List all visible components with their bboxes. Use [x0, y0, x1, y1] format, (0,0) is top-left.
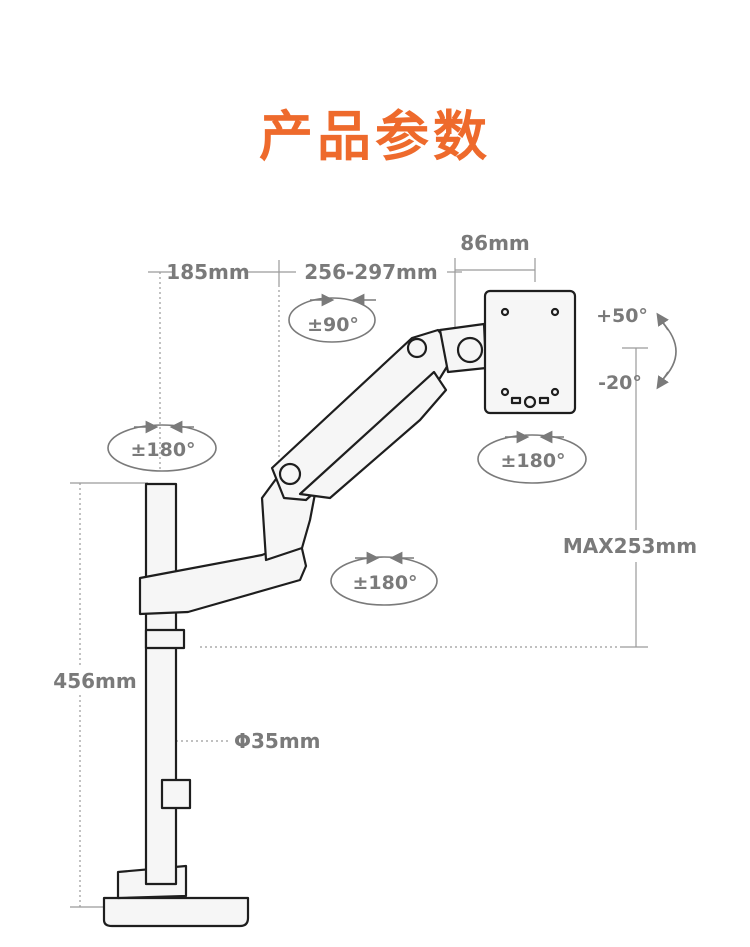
pole	[144, 482, 178, 886]
pole-height-label: 456mm	[53, 669, 136, 693]
lower-arm-rotation-label: ±180°	[352, 572, 417, 594]
max-height-label: MAX253mm	[563, 534, 697, 558]
monitor-swivel-rotation-label: ±180°	[500, 450, 565, 472]
elbow-pivot	[278, 462, 302, 486]
upper-arm-rotation-label: ±90°	[307, 314, 359, 336]
rotation-indicators	[107, 293, 677, 606]
pole-top-rotation-ellipse	[107, 424, 217, 472]
arm-segment-1-label: 185mm	[166, 260, 249, 284]
vesa-width-label: 86mm	[460, 231, 530, 255]
monitor-arm	[102, 289, 577, 928]
head-pivot	[406, 337, 428, 359]
upper-arm-underside	[298, 370, 448, 500]
tilt-up-label: +50°	[596, 305, 648, 327]
desk-base	[102, 896, 250, 928]
pole-collar	[144, 628, 186, 650]
lower-arm-rotation-ellipse	[330, 556, 438, 606]
pole-diameter-label: Φ35mm	[234, 729, 321, 753]
tilt-down-label: -20°	[598, 372, 642, 394]
head-knob	[456, 336, 484, 364]
monitor-swivel-rotation-ellipse	[477, 434, 587, 484]
tilt-arc	[661, 321, 677, 381]
page-title: 产品参数	[259, 105, 491, 168]
arm-segment-2-label: 256-297mm	[304, 260, 437, 284]
vesa-plate	[483, 289, 577, 415]
cable-clip	[160, 778, 192, 810]
pole-top-rotation-label: ±180°	[130, 439, 195, 461]
